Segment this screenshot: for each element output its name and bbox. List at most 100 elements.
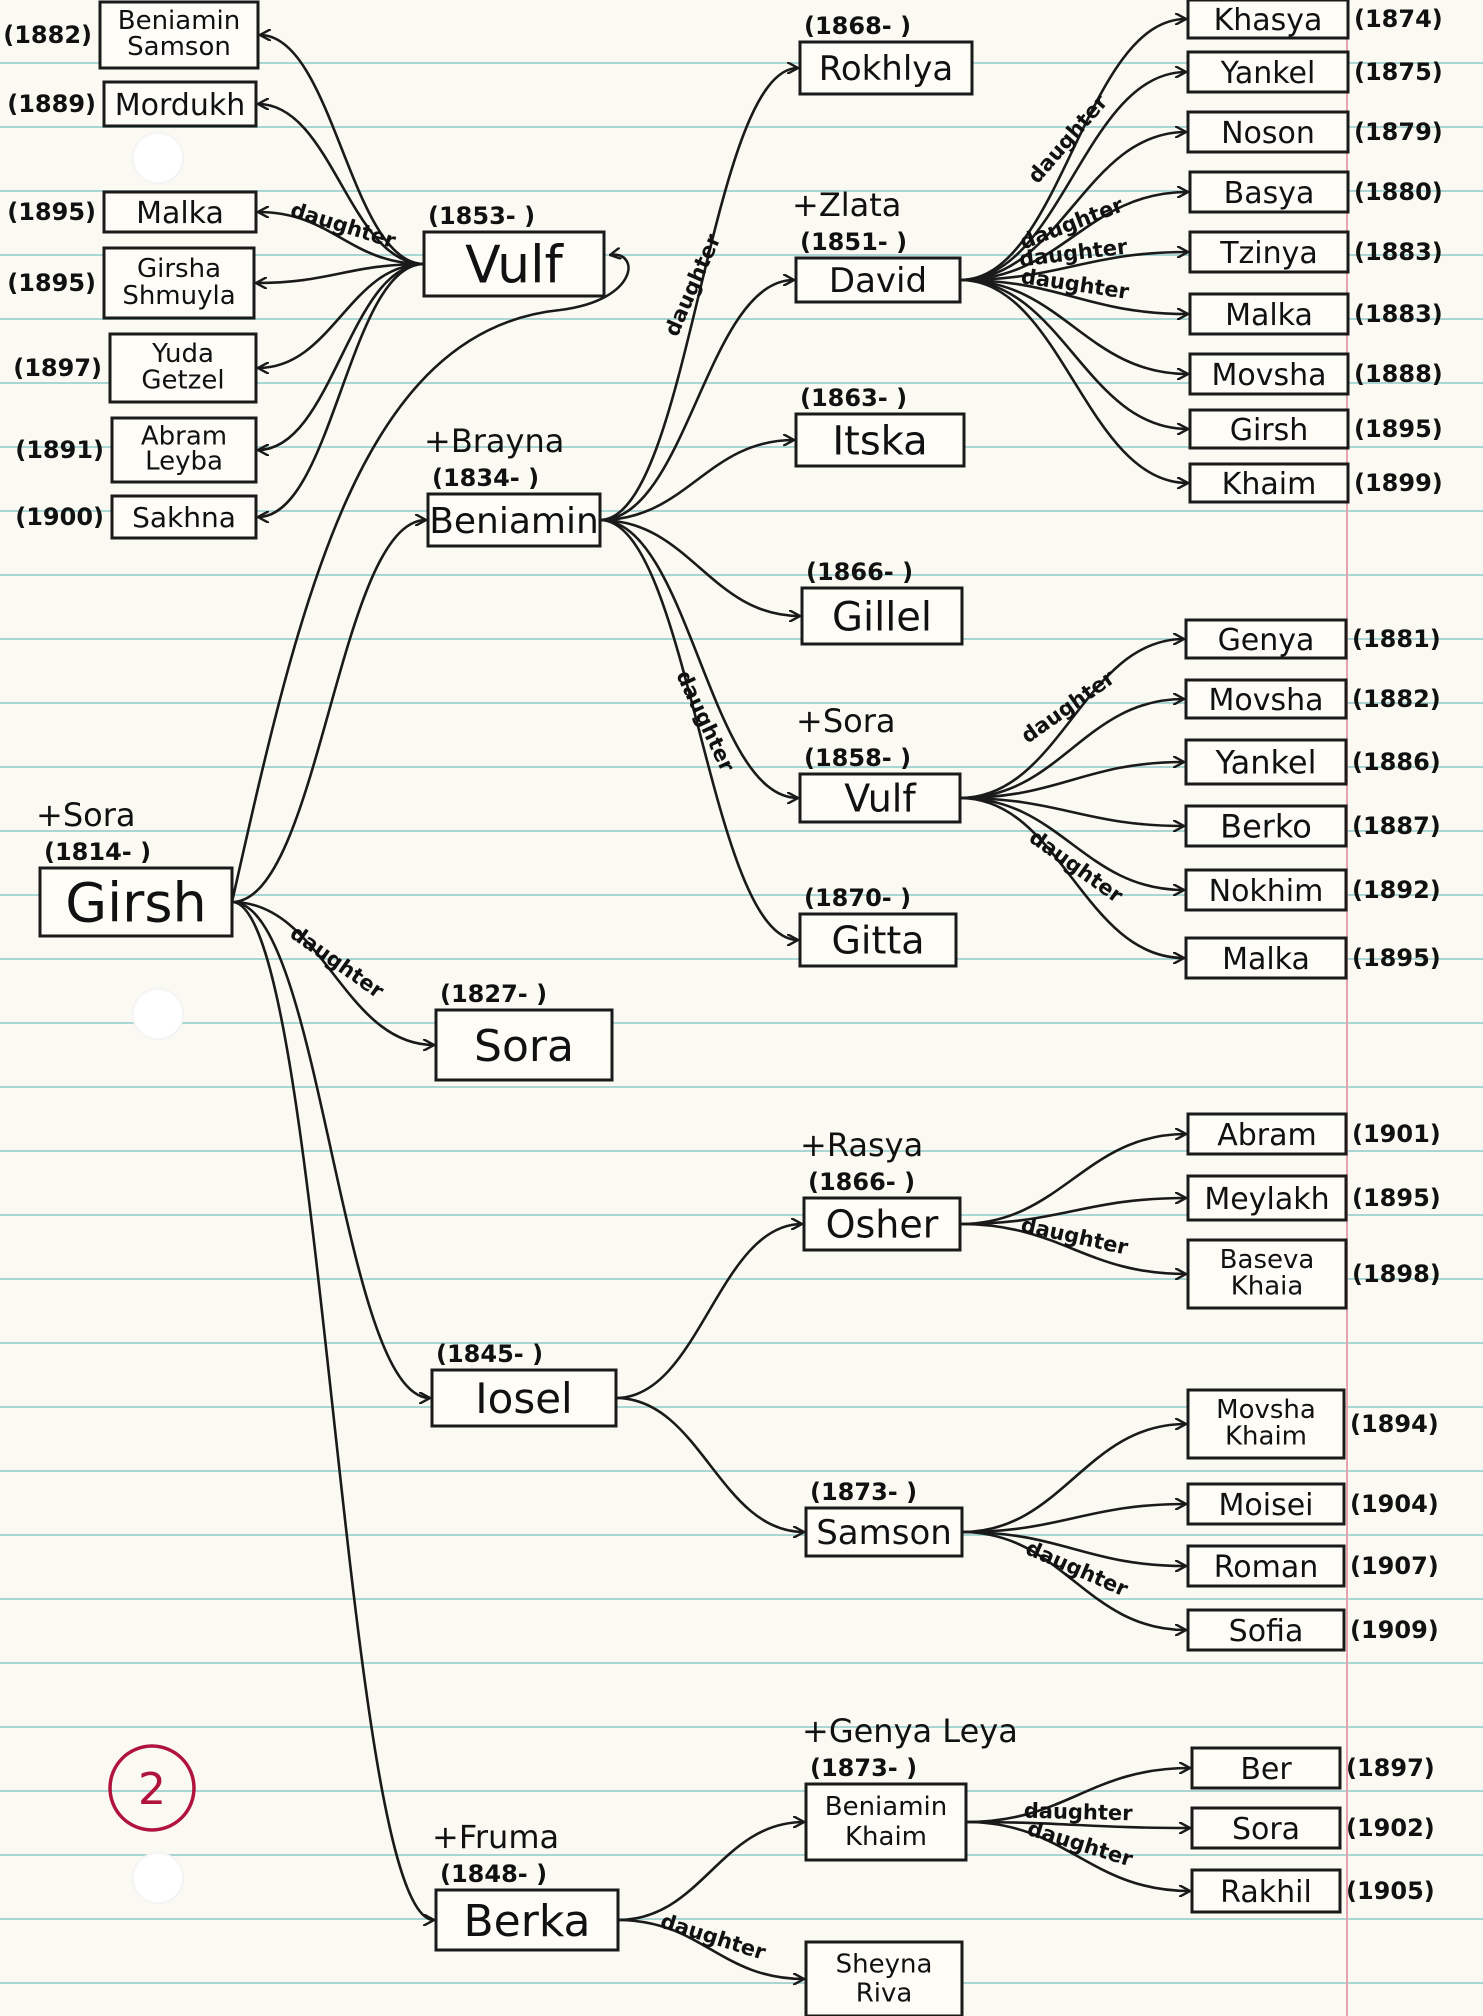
person-name: Osher: [826, 1203, 939, 1247]
edge-label: daughter: [1023, 89, 1113, 187]
edge-label: daughter: [1022, 1536, 1132, 1602]
person-box: [804, 1782, 968, 1862]
person-name: Noson: [1221, 116, 1315, 151]
parent-child-arrow: [959, 796, 1184, 958]
birth-date: (1858- ): [804, 744, 911, 772]
edge-label: daughter: [1017, 665, 1120, 748]
birth-date: (1901): [1352, 1120, 1441, 1148]
person-name: Gitta: [831, 919, 924, 963]
spouse-name: +Fruma: [432, 1818, 559, 1856]
edge-label: daughter: [1019, 1213, 1131, 1260]
person-name: Beniamin: [118, 6, 241, 36]
birth-date: (1895): [1352, 1184, 1441, 1212]
person-node: Gitta (1870- ): [798, 884, 958, 968]
person-node: Roman(1907): [1186, 1544, 1439, 1588]
person-name: Basya: [1224, 176, 1315, 211]
person-name: Girsh: [1230, 413, 1309, 448]
person-name: Malka: [1222, 942, 1310, 977]
birth-date: (1879): [1354, 118, 1443, 146]
person-box: [802, 1196, 962, 1252]
birth-date: (1888): [1354, 360, 1443, 388]
parent-child-arrow: [959, 1222, 1186, 1274]
person-node: Rokhlya(1868- ): [798, 12, 974, 96]
parent-child-arrow: [615, 1396, 804, 1532]
person-name: Sora: [1232, 1812, 1300, 1847]
person-node: Nokhim(1892): [1184, 868, 1441, 912]
person-name: Khasya: [1214, 3, 1323, 38]
person-name: Roman: [1214, 1550, 1318, 1585]
person-name: Malka: [136, 196, 224, 231]
parent-child-arrow: [959, 252, 1188, 282]
person-node: Vulf(1858- )+Sora: [796, 702, 962, 824]
person-box: [1184, 678, 1348, 720]
person-box: [1188, 352, 1350, 396]
person-box: [1188, 292, 1350, 336]
person-node: Moisei(1904): [1186, 1482, 1439, 1526]
spouse-name: +Sora: [36, 796, 135, 834]
person-box: [1184, 936, 1348, 980]
person-box: [102, 190, 258, 234]
edge-label: daughter: [286, 921, 389, 1004]
edge-label: daughter: [658, 1909, 770, 1965]
birth-date: (1873- ): [810, 1478, 917, 1506]
person-node: Sora(1827- ): [434, 980, 614, 1082]
person-node: Mordukh(1889): [7, 80, 258, 128]
person-box: [422, 230, 606, 298]
person-node: Rakhil(1905): [1190, 1868, 1435, 1914]
parent-child-arrow: [959, 192, 1188, 282]
person-box: [1186, 1388, 1346, 1460]
birth-date: (1883): [1354, 300, 1443, 328]
person-name: Sakhna: [132, 501, 236, 534]
person-name: Vulf: [465, 236, 564, 296]
birth-date: (1886): [1352, 748, 1441, 776]
parent-child-arrow: [959, 278, 1188, 314]
person-name: Khaim: [1222, 467, 1317, 502]
person-node: Iosel(1845- ): [430, 1340, 618, 1428]
birth-date: (1870- ): [804, 884, 911, 912]
person-box: [804, 1940, 964, 2016]
birth-date: (1881): [1352, 625, 1441, 653]
person-box: [1184, 738, 1348, 786]
edge-label: daughter: [1023, 1799, 1133, 1826]
person-box: [798, 772, 962, 824]
person-name: Moisei: [1219, 1488, 1314, 1523]
person-box: [804, 1506, 964, 1558]
person-box: [1186, 50, 1350, 94]
person-box: [1188, 408, 1350, 450]
parent-child-arrow: [617, 1918, 804, 1979]
person-name: Abram: [1217, 1118, 1317, 1153]
person-box: [430, 1368, 618, 1428]
parent-child-arrow: [260, 35, 425, 266]
person-name: Movsha: [1208, 683, 1323, 718]
person-node: Noson (1879): [1186, 110, 1443, 154]
parent-child-arrow: [231, 900, 434, 1920]
person-node: Gillel(1866- ): [800, 558, 964, 646]
person-box: [1186, 1544, 1346, 1588]
birth-date: (1874): [1354, 5, 1443, 33]
parent-child-arrow: [599, 280, 794, 522]
person-name: Samson: [127, 32, 231, 62]
birth-date: (1905): [1346, 1877, 1435, 1905]
person-node: Khaim(1899): [1188, 462, 1443, 504]
page-number-mark: 2: [108, 1744, 196, 1832]
birth-date: (1894): [1350, 1410, 1439, 1438]
person-name: Beniamin: [825, 1792, 948, 1822]
birth-date: (1866- ): [808, 1168, 915, 1196]
person-name: Nokhim: [1209, 874, 1324, 909]
person-box: [1184, 618, 1348, 660]
person-box: [798, 912, 958, 968]
parent-child-arrow: [959, 796, 1184, 826]
spouse-name: +Rasya: [800, 1126, 923, 1164]
person-node: Berko(1887): [1184, 804, 1441, 848]
birth-date: (1898): [1352, 1260, 1441, 1288]
person-name: Riva: [856, 1978, 913, 2008]
person-name: Iosel: [475, 1374, 572, 1423]
birth-date: (1866- ): [806, 558, 913, 586]
parent-child-arrow: [617, 1822, 804, 1922]
